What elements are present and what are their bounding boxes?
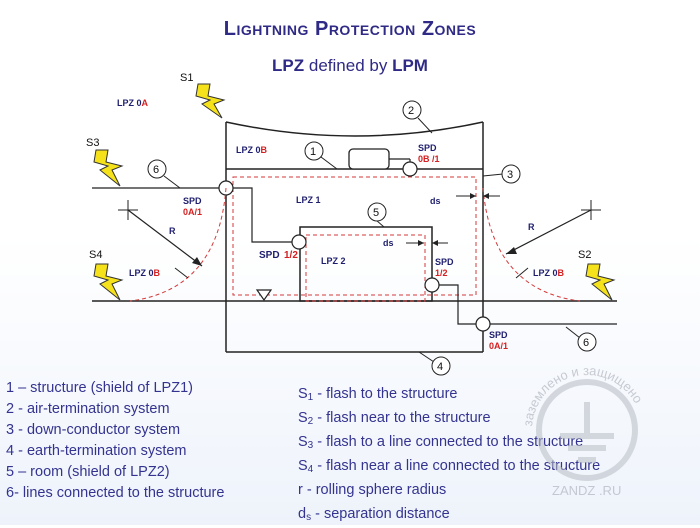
strike-label-s3: S3 [86,137,99,149]
svg-text:4: 4 [437,361,443,373]
legend-item-1: 1 – structure (shield of LPZ1) [6,380,193,396]
separation-arrow-outer [456,193,500,199]
legend-symbol-s1: S1 - flash to the structure [298,386,458,403]
svg-text:6: 6 [583,337,589,349]
zone-label-lpz1: LPZ 1 [296,195,321,205]
strike-label-s4: S4 [89,249,102,261]
room-lpz2 [299,226,433,302]
legend-symbol-s4: S4 - flash near a line connected to the … [298,458,601,475]
spd-middle-name: SPD [259,250,280,261]
spd-middle-value: 1/2 [284,250,298,261]
legend-item-4: 4 - earth-termination system [6,443,187,459]
r-label-right: R [528,222,535,232]
subtitle-middle: defined by [308,56,388,75]
zone-label-outer-a: LPZ 0A [117,98,149,108]
zone-label-right-b: LPZ 0B [533,268,565,278]
subtitle-term: LPZ [272,56,305,75]
roof-equipment [348,148,390,170]
svg-text:3: 3 [507,169,513,181]
lpz1-dashed-boundary [232,176,477,296]
spd-bottom-circle [475,316,491,332]
lpz2-dashed-boundary [305,234,426,302]
legend-symbol-s2: S2 - flash near to the structure [298,410,491,427]
legend-item-3: 3 - down-conductor system [6,422,181,438]
svg-text:1: 1 [310,146,316,158]
spd-left-value: 0A/1 [183,207,202,217]
watermark-site: ZANDZ .RU [552,483,621,498]
lightning-bolt-s4-icon [93,263,124,301]
spd-right-value: 1/2 [435,268,448,278]
radius-arrowhead-right [506,247,517,254]
callout-5: 5 [367,202,387,228]
spd-roof-circle [402,161,418,177]
callout-3: 3 [482,164,521,184]
legend-item-5: 5 – room (shield of LPZ2) [6,464,170,480]
callout-2: 2 [402,100,433,134]
radius-arrowhead-left [192,257,202,266]
page-title: Lightning Protection Zones [223,18,477,40]
radius-arrow-left [127,209,203,267]
legend-numbers: 1 – structure (shield of LPZ1) 2 - air-t… [6,378,224,504]
callout-4: 4 [418,351,451,376]
rolling-sphere-right [482,187,581,302]
separation-arrow-inner [406,240,448,246]
watermark-ring [536,379,638,481]
lightning-bolt-s1-icon [195,83,226,119]
svg-text:5: 5 [373,207,379,219]
radius-arrow-right [505,209,592,255]
ground-symbol [255,289,273,302]
legend-symbols: S1 - flash to the structure S2 - flash n… [298,384,600,528]
zandz-watermark: заземлено и защищено ZANDZ .RU [520,363,646,498]
callout-6-left: 6 [147,159,181,189]
svg-text:2: 2 [408,105,414,117]
strike-label-s2: S2 [578,249,591,261]
earth-ground-icon [560,402,614,463]
legend-symbol-ds: ds - separation distance [298,506,450,523]
legend-item-2: 2 - air-termination system [6,401,170,417]
legend-item-6: 6- lines connected to the structure [6,485,225,501]
zone-label-roof-b: LPZ 0B [236,145,268,155]
spd-right-circle [424,277,440,293]
subtitle-source: LPM [392,56,428,75]
internal-line-1 [226,187,300,243]
legend-symbol-s3: S3 - flash to a line connected to the st… [298,434,584,451]
strike-label-s1: S1 [180,72,193,84]
rolling-sphere-left [129,187,227,302]
zone-label-lpz2: LPZ 2 [321,256,346,266]
subtitle: LPZ defined by LPM [0,56,700,76]
spd-middle-circle [291,234,307,250]
internal-line-2 [432,284,483,325]
ds-label-inner: ds [383,238,394,248]
zone-label-left-b: LPZ 0B [129,268,161,278]
spd-right-name: SPD [435,257,454,267]
svg-text:6: 6 [153,164,159,176]
spd-roof-value: 0B /1 [418,154,440,164]
spd-left-name: SPD [183,196,202,206]
radius-tick-right [515,267,529,279]
spd-roof-name: SPD [418,143,437,153]
callout-1: 1 [304,141,338,170]
spd-bottom-value: 0A/1 [489,341,508,351]
lightning-bolt-s3-icon [93,149,124,187]
air-termination-arc [225,121,484,137]
legend-symbol-r: r - rolling sphere radius [298,482,447,498]
callout-6-right: 6 [565,326,597,352]
spd-bottom-name: SPD [489,330,508,340]
radius-tick-left [174,267,189,279]
r-label-left: R [169,226,176,236]
ds-label-outer: ds [430,196,441,206]
lightning-bolt-s2-icon [585,263,616,301]
